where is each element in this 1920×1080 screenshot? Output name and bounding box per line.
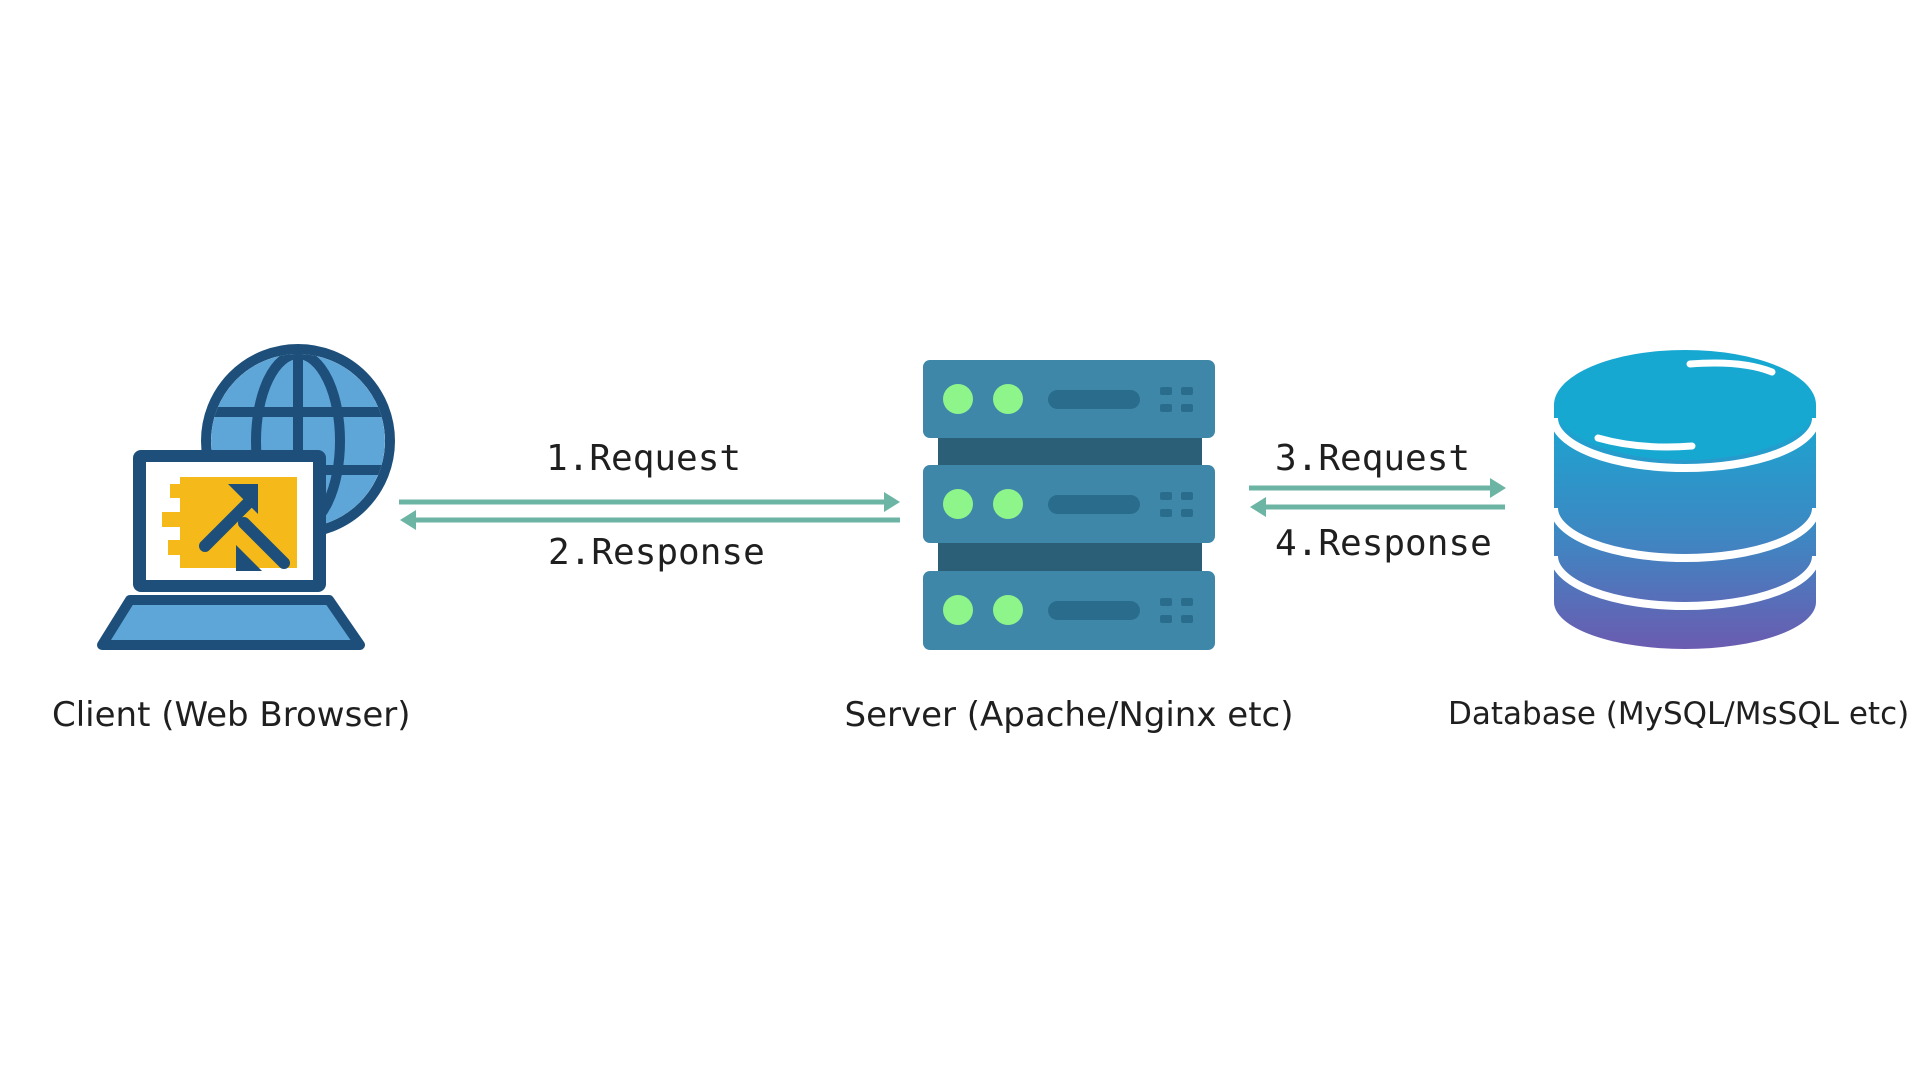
edge-label-request-3: 3.Request [1275, 438, 1470, 479]
response-arrow-database-to-server [1250, 497, 1505, 517]
database-icon [1550, 350, 1820, 649]
client-label: Client (Web Browser) [52, 695, 410, 735]
edge-label-request-1: 1.Request [546, 438, 741, 479]
request-arrow-server-to-database [1249, 478, 1506, 498]
server-unit [923, 571, 1215, 650]
laptop-globe-icon [97, 344, 395, 650]
server-unit [923, 465, 1215, 543]
edge-label-response-2: 2.Response [548, 532, 765, 573]
request-arrow-client-to-server [399, 492, 900, 512]
client-server-arrows [399, 492, 900, 530]
edge-label-response-4: 4.Response [1275, 523, 1492, 564]
server-unit [923, 360, 1215, 438]
response-arrow-server-to-client [400, 510, 900, 530]
server-database-arrows [1249, 478, 1506, 517]
server-rack-icon [923, 360, 1215, 650]
database-label: Database (MySQL/MsSQL etc) [1448, 696, 1909, 732]
server-label: Server (Apache/Nginx etc) [844, 695, 1293, 735]
